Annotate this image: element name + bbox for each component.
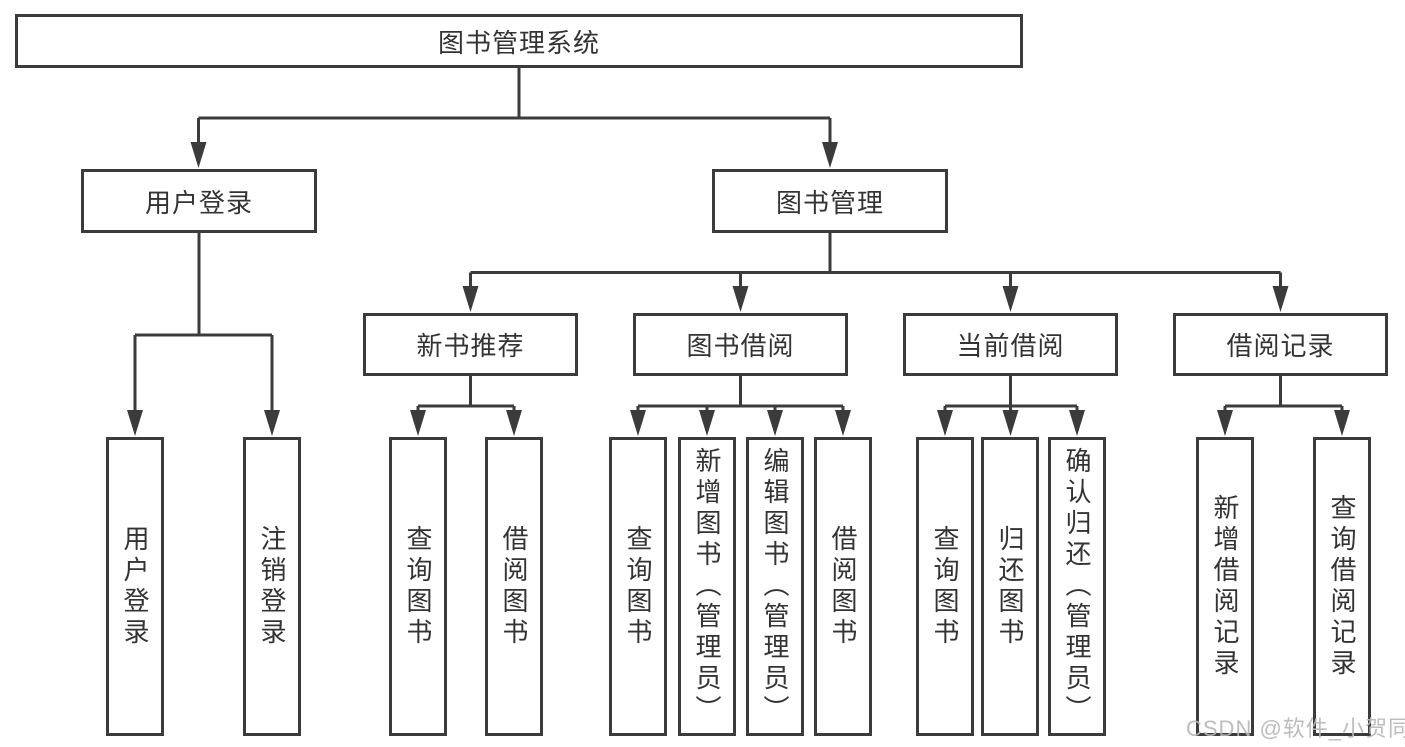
csdn-watermark: CSDN @软件_小贺同学 [1186,716,1405,741]
leaf-nb-borrow-books: 借阅图书 [485,437,543,736]
leaf-cb-confirm-return-admin: 确认归还（管理员） [1048,437,1106,736]
leaf-label: 查询图书 [930,524,960,649]
leaf-bb-edit-book-admin: 编辑图书（管理员） [746,437,804,736]
leaf-label: 借阅图书 [828,524,858,649]
leaf-bb-borrow-books: 借阅图书 [814,437,872,736]
leaf-bb-add-book-admin: 新增图书（管理员） [678,437,736,736]
leaf-logout: 注销登录 [243,437,301,736]
node-new-book-recommendation: 新书推荐 [363,313,578,376]
node-book-borrowing: 图书借阅 [633,313,848,376]
leaf-br-query-record: 查询借阅记录 [1313,437,1371,736]
leaf-br-add-record: 新增借阅记录 [1196,437,1254,736]
leaf-nb-query-books: 查询图书 [389,437,447,736]
arrowheads [127,142,1350,436]
node-borrowing-records: 借阅记录 [1173,313,1388,376]
node-current-borrowing: 当前借阅 [903,313,1118,376]
leaf-label: 新增借阅记录 [1210,493,1240,680]
leaf-label: 编辑图书（管理员） [760,447,790,726]
leaf-label: 查询借阅记录 [1327,493,1357,680]
leaf-cb-return-books: 归还图书 [981,437,1039,736]
leaf-bb-query-books: 查询图书 [609,437,667,736]
leaf-cb-query-books: 查询图书 [916,437,974,736]
node-user-login-branch: 用户登录 [81,169,317,233]
node-library-management-system: 图书管理系统 [15,14,1023,68]
leaf-label: 查询图书 [403,524,433,649]
node-book-management: 图书管理 [712,169,948,233]
leaf-label: 注销登录 [257,524,287,649]
leaf-label: 查询图书 [623,524,653,649]
leaf-label: 借阅图书 [499,524,529,649]
leaf-label: 确认归还（管理员） [1062,447,1092,726]
leaf-label: 新增图书（管理员） [692,447,722,726]
leaf-user-login: 用户登录 [106,437,164,736]
leaf-label: 归还图书 [995,524,1025,649]
leaf-label: 用户登录 [120,524,150,649]
